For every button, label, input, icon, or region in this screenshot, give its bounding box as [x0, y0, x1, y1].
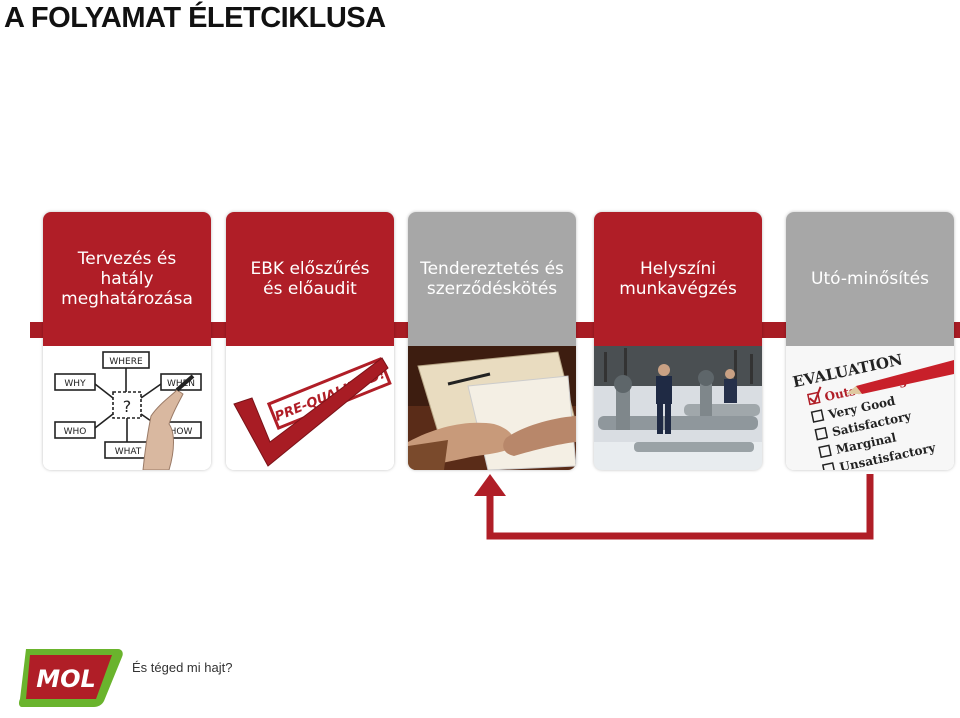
pipe-horizontal: [598, 416, 758, 430]
sketch-word-how: HOW: [170, 427, 193, 437]
step-label: Utó-minősítés: [811, 269, 929, 289]
pipeline-workers-photo: [594, 346, 762, 470]
tagline: És téged mi hajt?: [132, 660, 233, 675]
check-mark: [809, 386, 822, 405]
logo-red-shape: [26, 655, 112, 699]
valve-wheel: [614, 375, 632, 393]
who-box: [54, 421, 96, 439]
step-header: Tervezés és hatály meghatározása: [43, 212, 211, 346]
hand-right: [503, 416, 576, 456]
checkmark-shape: [233, 357, 389, 467]
pipeline-svg: [594, 346, 762, 470]
step-label: Tervezés és hatály meghatározása: [61, 249, 193, 309]
evaluation-checklist: EVALUATION Outstanding Very Good Satisfa…: [786, 346, 954, 470]
checklist-svg: EVALUATION Outstanding Very Good Satisfa…: [786, 346, 954, 470]
sketch-word-why: WHY: [64, 379, 86, 389]
mol-logo: MOL: [18, 645, 124, 711]
pen-shape: [447, 372, 491, 386]
step-header: Utó-minősítés: [786, 212, 954, 346]
when-box: [160, 373, 202, 391]
question-sketch-svg: WHERE WHY WHEN WHO HOW WHAT ?: [54, 351, 202, 470]
logo-text: MOL: [36, 665, 96, 693]
pipe-vertical: [616, 386, 630, 430]
step-card-prescreen[interactable]: EBK előszűrés és előaudit PRE-QUALIFIED!: [226, 212, 394, 470]
page-title: A FOLYAMAT ÉLETCIKLUSA: [4, 2, 386, 34]
step-header: Tendereztetés és szerződéskötés: [408, 212, 576, 346]
sketch-question-mark: ?: [123, 397, 132, 416]
step-label: Helyszíni munkavégzés: [619, 259, 737, 299]
step-header: EBK előszűrés és előaudit: [226, 212, 394, 346]
why-box: [54, 373, 96, 391]
sketch-word-what: WHAT: [115, 447, 142, 457]
step-card-tender[interactable]: Tendereztetés és szerződéskötés: [408, 212, 576, 470]
hand-shape: [142, 389, 184, 470]
sketch-word-who: WHO: [64, 427, 87, 437]
step-label: Tendereztetés és szerződéskötés: [420, 259, 564, 299]
arrow-head: [474, 474, 506, 496]
mol-logo-svg: MOL: [18, 649, 123, 707]
step-card-planning[interactable]: Tervezés és hatály meghatározása WHERE: [43, 212, 211, 470]
handshake-svg: [408, 346, 576, 470]
handshake-photo: [408, 346, 576, 470]
step-header: Helyszíni munkavégzés: [594, 212, 762, 346]
pre-qualified-stamp: PRE-QUALIFIED!: [226, 346, 394, 470]
step-card-onsite[interactable]: Helyszíni munkavégzés: [594, 212, 762, 470]
sketch-word-where: WHERE: [109, 357, 143, 367]
question-words-sketch: WHERE WHY WHEN WHO HOW WHAT ?: [43, 346, 211, 470]
step-card-post-qualification[interactable]: Utó-minősítés EVALUATION Outstanding Ver…: [786, 212, 954, 470]
step-label: EBK előszűrés és előaudit: [250, 259, 370, 299]
marker-shape: [175, 374, 195, 392]
red-pen-shape: [846, 360, 954, 394]
stamp-svg: PRE-QUALIFIED!: [233, 357, 392, 467]
worker-shape: [656, 364, 672, 434]
